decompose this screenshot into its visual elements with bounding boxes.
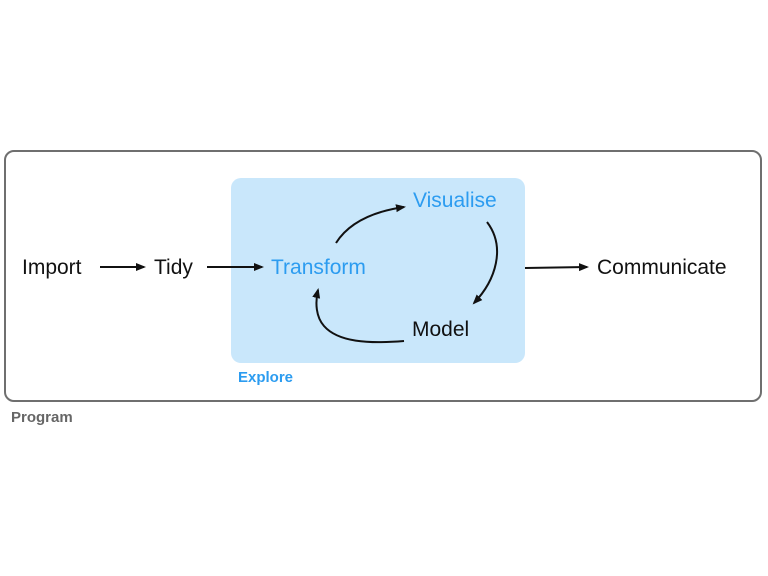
program-label: Program	[11, 409, 73, 426]
node-import: Import	[22, 256, 82, 279]
node-tidy: Tidy	[154, 256, 193, 279]
program-box	[4, 150, 762, 402]
node-visualise: Visualise	[413, 189, 497, 212]
node-communicate: Communicate	[597, 256, 727, 279]
node-transform: Transform	[271, 256, 366, 279]
explore-label: Explore	[238, 369, 294, 386]
node-model: Model	[412, 318, 470, 341]
